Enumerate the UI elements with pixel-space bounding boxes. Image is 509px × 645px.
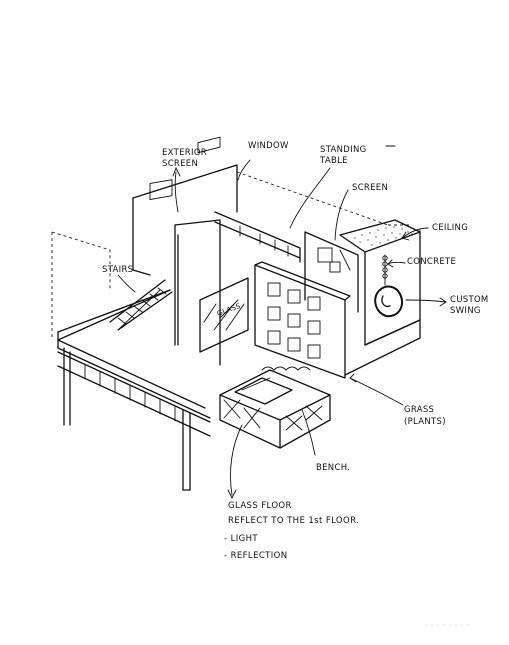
standing-table bbox=[214, 211, 301, 263]
leader-arrows bbox=[117, 145, 447, 500]
label-exterior-screen-1: EXTERIOR bbox=[162, 148, 207, 158]
back-wall bbox=[132, 136, 238, 276]
label-exterior-screen-2: SCREEN bbox=[162, 159, 198, 169]
window-grid bbox=[267, 282, 321, 359]
ceiling-block bbox=[339, 219, 421, 346]
label-concrete: CONCRETE bbox=[407, 257, 456, 267]
note-line-1: GLASS FLOOR bbox=[228, 501, 292, 511]
note-bullet-light: - LIGHT bbox=[224, 534, 258, 544]
custom-swing bbox=[374, 254, 404, 318]
screen-panel bbox=[304, 231, 359, 313]
label-ceiling: CEILING bbox=[432, 223, 468, 233]
label-custom-swing-1: CUSTOM bbox=[450, 295, 489, 305]
stairs bbox=[109, 279, 173, 331]
window-wall bbox=[254, 261, 351, 379]
left-railing bbox=[57, 289, 211, 491]
note-bullet-reflection: - REFLECTION bbox=[224, 551, 288, 561]
label-standing-table-1: STANDING bbox=[320, 145, 367, 155]
glass-wall bbox=[174, 219, 249, 366]
note-line-2: REFLECT TO THE 1st FLOOR. bbox=[228, 516, 359, 526]
label-standing-table-2: TABLE bbox=[319, 156, 348, 166]
floor-slab bbox=[57, 289, 421, 419]
bench-planter bbox=[219, 366, 331, 449]
glass-floor-note: GLASS FLOOR REFLECT TO THE 1st FLOOR. - … bbox=[224, 501, 359, 561]
diagram-labels: EXTERIOR SCREEN WINDOW STANDING TABLE SC… bbox=[102, 141, 489, 473]
label-window: WINDOW bbox=[248, 141, 289, 151]
label-stairs: STAIRS bbox=[102, 265, 133, 275]
label-bench: BENCH. bbox=[316, 463, 350, 473]
label-grass-2: (PLANTS) bbox=[404, 417, 446, 427]
label-grass-1: GRASS bbox=[404, 405, 434, 415]
label-screen: SCREEN bbox=[352, 183, 388, 193]
label-custom-swing-2: SWING bbox=[450, 306, 481, 316]
